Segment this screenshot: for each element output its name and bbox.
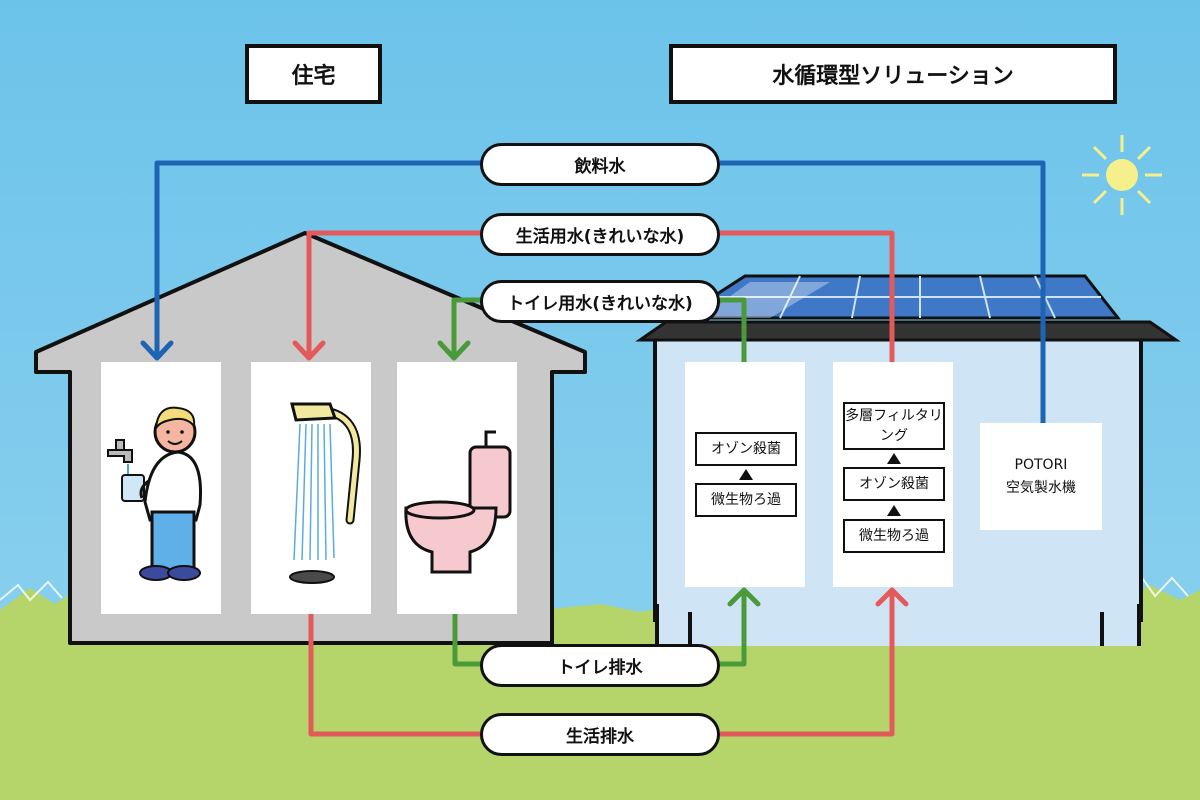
domestic-step-filter: 多層フィルタリング <box>843 402 945 450</box>
toilet-drain-label: トイレ排水 <box>480 644 720 687</box>
toilet-water-line-right <box>720 297 747 362</box>
flow-arrowheads <box>140 340 909 607</box>
sun-icon <box>1082 135 1162 215</box>
domestic-drain-line-left <box>308 614 485 737</box>
house-title: 住宅 <box>245 44 382 104</box>
faucet-icon <box>107 439 133 478</box>
up-arrow-icon <box>739 469 753 480</box>
person-icon <box>107 406 203 581</box>
domestic-water-label: 生活用水(きれいな水) <box>480 213 720 256</box>
domestic-step-microbial: 微生物ろ過 <box>843 519 945 553</box>
domestic-drain-line-right <box>720 590 895 737</box>
flow-lines <box>154 160 1046 737</box>
toilet-water-line-left <box>451 297 485 357</box>
toilet-drain-line-right <box>720 590 747 667</box>
drinking-water-label: 飲料水 <box>480 143 720 186</box>
shower-icon <box>289 402 361 584</box>
domestic-drain-label: 生活排水 <box>480 713 720 756</box>
domestic-water-line-left <box>306 230 485 357</box>
toilet-icon <box>404 430 512 574</box>
drinking-water-line-right <box>720 160 1046 423</box>
solution-title: 水循環型ソリューション <box>669 44 1117 104</box>
toilet-water-label: トイレ用水(きれいな水) <box>480 280 720 323</box>
potori-name: POTORI <box>1014 457 1068 474</box>
drinking-water-line-left <box>154 160 485 357</box>
toilet-step-microbial: 微生物ろ過 <box>695 483 797 517</box>
toilet-drain-line-left <box>452 614 485 667</box>
potori-unit: POTORI 空気製水機 <box>980 423 1102 530</box>
domestic-step-ozone: オゾン殺菌 <box>843 467 945 501</box>
up-arrow-icon <box>887 453 901 464</box>
up-arrow-icon <box>887 505 901 516</box>
domestic-water-line-right <box>720 230 895 362</box>
solar-panel-icon <box>674 274 1122 320</box>
toilet-step-ozone: オゾン殺菌 <box>695 432 797 466</box>
potori-label: 空気製水機 <box>1006 479 1076 496</box>
